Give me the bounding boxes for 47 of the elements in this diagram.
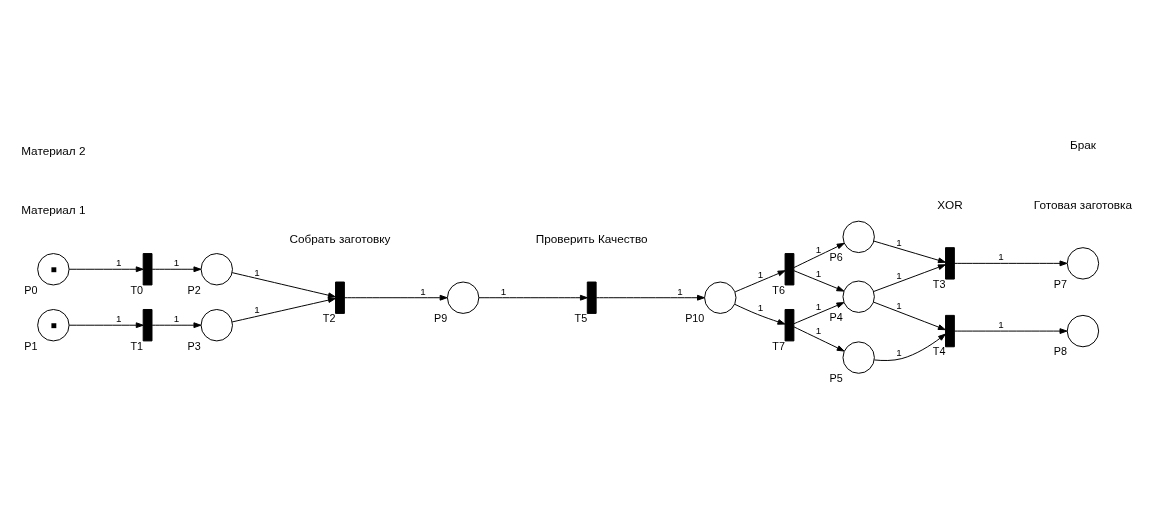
edge-label: 1 (896, 269, 902, 281)
node-label: P2 (187, 283, 201, 296)
edge-label: 1 (815, 300, 822, 312)
label: Проверить Качество (535, 231, 648, 245)
label: XOR (937, 197, 963, 211)
node-label: P1 (24, 339, 38, 352)
edge-label: 1 (677, 285, 683, 297)
node-label: P3 (187, 339, 201, 352)
edge-label: 1 (896, 346, 902, 358)
node-label: P6 (829, 250, 843, 263)
node-label: P4 (829, 310, 843, 323)
edge-label: 1 (896, 236, 902, 248)
edge-label: 1 (757, 268, 764, 280)
edge-label: 1 (815, 243, 822, 255)
edge-label: 1 (500, 285, 507, 297)
node-label: T2 (322, 311, 336, 324)
node-label: P0 (24, 283, 38, 296)
edge-label: 1 (896, 299, 902, 311)
node-label: P10 (685, 311, 705, 324)
label: Собрать заготовку (289, 231, 391, 245)
node-label: T7 (772, 339, 785, 352)
node-label: T1 (130, 339, 144, 352)
node-label: T0 (130, 283, 144, 296)
edge-label: 1 (757, 301, 764, 313)
node-label: P7 (1053, 277, 1067, 290)
edge-label: 1 (115, 256, 122, 268)
edge-label: 1 (998, 318, 1004, 330)
node-label: T6 (772, 283, 785, 296)
edge-label: 1 (173, 256, 180, 268)
label: Материал 2 (21, 143, 86, 157)
edge-label: 1 (815, 324, 822, 336)
label: Материал 1 (21, 202, 86, 216)
edge-label: 1 (254, 266, 260, 278)
edge-label: 1 (254, 303, 260, 315)
edge-label: 1 (815, 267, 822, 279)
edge-label: 1 (998, 250, 1004, 262)
node-label: T3 (932, 277, 946, 290)
label: Брак (1069, 137, 1096, 151)
node-label: T4 (932, 344, 946, 357)
node-label: P5 (829, 371, 843, 384)
edge-label: 1 (173, 312, 180, 324)
node-label: P9 (433, 311, 448, 324)
node-label: T5 (574, 311, 588, 324)
node-label: P8 (1053, 344, 1067, 357)
edge-label: 1 (420, 285, 426, 297)
label: Готовая заготовка (1033, 197, 1133, 211)
edge-label: 1 (115, 312, 122, 324)
